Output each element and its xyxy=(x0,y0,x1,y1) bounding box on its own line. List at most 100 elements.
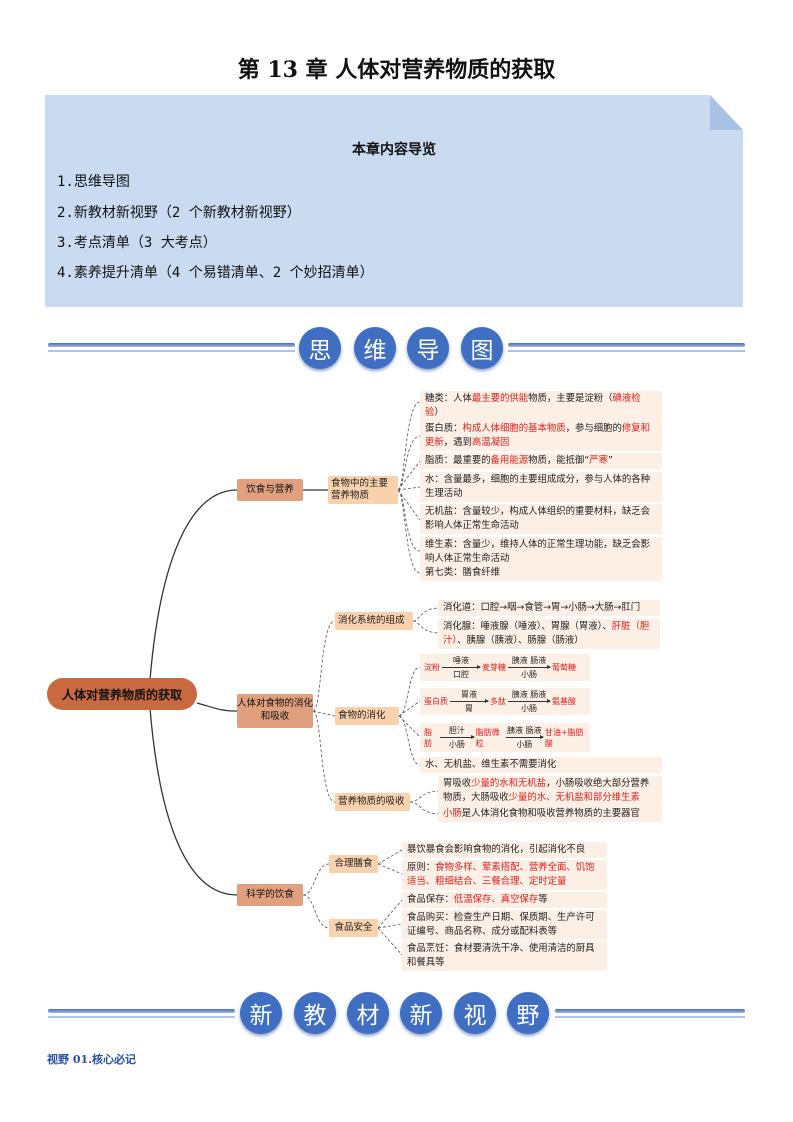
text-segment: 等 xyxy=(538,894,548,905)
product: 甘油+脂肪酸 xyxy=(544,727,584,748)
guide-item: 2.新教材新视野（2 个新教材新视野） xyxy=(57,205,301,221)
flow-row: 脂肪胆汁小肠脂肪微粒胰液 肠液小肠甘油+脂肪酸 xyxy=(420,723,590,752)
guide-heading: 本章内容导览 xyxy=(352,142,436,158)
leaf-fiber: 第七类：膳食纤维 xyxy=(420,565,662,582)
divider-line xyxy=(508,350,745,352)
text-segment: ） xyxy=(434,407,444,419)
arrow: 胃液胃 xyxy=(450,689,489,714)
substance: 脂肪 xyxy=(424,727,432,748)
highlighted-text: 肝脏（胆汁） xyxy=(443,621,650,647)
arrow: 胆汁小肠 xyxy=(440,725,475,750)
organ-label: 胃 xyxy=(465,704,473,713)
organ-label: 小肠 xyxy=(448,740,465,749)
enzyme-label: 胆汁 xyxy=(448,726,465,735)
flow-row: 淀粉唾液口腔麦芽糖胰液 肠液小肠 葡萄糖 xyxy=(420,654,590,681)
flow-row: 蛋白质胃液胃多肽胰液 肠液小肠氨基酸 xyxy=(420,688,590,715)
banner-char: 视 xyxy=(454,992,496,1034)
organ-label: 口腔 xyxy=(453,670,469,679)
highlighted-text: 严寒 xyxy=(589,455,609,466)
guide-item: 3.考点清单（3 大考点） xyxy=(57,235,217,251)
leaf-food-purchase: 食品购买：检查生产日期、保质期、生产许可证编号、商品名称、成分或配料表等 xyxy=(402,910,607,941)
leaf-food-storage: 食品保存：低温保存、真空保存等 xyxy=(402,892,607,909)
leaf-vitamins: 维生素：含量少，维持人体的正常生理功能，缺乏会影响人体正常生命活动 xyxy=(420,537,662,568)
leaf-diet-principles: 原则：食物多样、荤素搭配、营养全面、饥饱适当、粗细结合、三餐合理、定时定量 xyxy=(402,860,607,891)
enzyme-label: 胰液 肠液 xyxy=(507,726,542,735)
intermediate: 脂肪微粒 xyxy=(475,727,500,748)
node-main-nutrients: 食物中的主要营养物质 xyxy=(328,476,398,504)
branch-digestion-absorption: 人体对食物的消化和吸收 xyxy=(237,694,313,728)
enzyme-label: 胰液 肠液 xyxy=(511,690,547,699)
node-food-safety: 食品安全 xyxy=(329,919,378,937)
organ-label: 小肠 xyxy=(521,704,537,713)
divider-line xyxy=(508,343,745,347)
text-segment: 物质，主要是淀粉（ xyxy=(528,393,613,404)
arrow: 胰液 肠液小肠 xyxy=(505,725,544,750)
product: 氨基酸 xyxy=(552,697,576,706)
organ-label: 小肠 xyxy=(516,740,533,749)
product: 葡萄糖 xyxy=(552,663,576,672)
digestion-flow: 蛋白质胃液胃多肽胰液 肠液小肠氨基酸 xyxy=(420,688,590,715)
banner-char: 导 xyxy=(407,327,449,369)
enzyme-label: 胰液 肠液 xyxy=(511,656,547,665)
leaf-small-intestine: 小肠是人体消化食物和吸收营养物质的主要器官 xyxy=(438,806,662,823)
highlighted-text: 食物多样、荤素搭配、营养全面、饥饱适当、粗细结合、三餐合理、定时定量 xyxy=(407,862,595,888)
text-segment: 水、无机盐、维生素不需要消化 xyxy=(425,759,557,770)
arrow: 唾液口腔 xyxy=(442,655,481,680)
text-segment: 第七类：膳食纤维 xyxy=(425,567,501,578)
substance: 蛋白质 xyxy=(424,697,448,706)
highlighted-text: 修复和更新 xyxy=(425,423,651,449)
node-food-digestion: 食物的消化 xyxy=(335,707,399,725)
leaf-digestive-glands: 消化腺：唾液腺（唾液）、胃腺（胃液）、肝脏（胆汁）、胰腺（胰液）、肠腺（肠液） xyxy=(438,619,660,650)
text-segment: 原则： xyxy=(407,862,436,873)
arrow-icon xyxy=(508,665,551,669)
digestion-flow: 淀粉唾液口腔麦芽糖胰液 肠液小肠 葡萄糖 xyxy=(420,654,590,681)
leaf-lipid: 脂质：最重要的备用能源物质，能抵御“严寒” xyxy=(420,453,662,470)
leaf-carbohydrate: 糖类：人体最主要的供能物质，主要是淀粉（碘液检验） xyxy=(420,391,662,422)
text-segment: 食品保存： xyxy=(407,894,454,905)
banner-char: 思 xyxy=(299,327,341,369)
arrow-icon xyxy=(508,699,551,703)
text-segment: ” xyxy=(608,455,613,466)
highlighted-text: 构成人体细胞的基本物质 xyxy=(462,423,566,434)
highlighted-text: 少量的水、无机盐和部分维生素 xyxy=(508,792,640,804)
text-segment: 水：含量最多，细胞的主要组成成分，参与人体的各种生理活动 xyxy=(425,474,651,500)
arrow: 胰液 肠液小肠 xyxy=(508,689,551,714)
divider-line xyxy=(555,1016,745,1018)
divider-line xyxy=(48,343,295,347)
divider-line xyxy=(48,1016,235,1018)
branch-scientific-diet: 科学的饮食 xyxy=(237,884,303,906)
arrow-icon xyxy=(450,699,489,703)
leaf-food-cooking: 食品烹饪：食材要清洗干净、使用清洁的厨具和餐具等 xyxy=(402,941,607,972)
node-nutrient-absorption: 营养物质的吸收 xyxy=(335,793,410,811)
leaf-absorption-organs: 胃吸收少量的水和无机盐，小肠吸收绝大部分营养物质，大肠吸收少量的水、无机盐和部分… xyxy=(438,776,662,807)
intermediate: 多肽 xyxy=(490,697,506,706)
divider-line xyxy=(555,1009,745,1013)
guide-item: 1.思维导图 xyxy=(57,174,130,190)
section-heading: 视野 01.核心必记 xyxy=(47,1053,136,1066)
text-segment: 消化腺：唾液腺（唾液）、胃腺（胃液）、 xyxy=(443,621,612,632)
substance: 淀粉 xyxy=(424,663,440,672)
intermediate: 麦芽糖 xyxy=(482,663,506,672)
enzyme-label: 胃液 xyxy=(461,690,477,699)
banner-char: 新 xyxy=(240,992,282,1034)
digestion-flow: 脂肪胆汁小肠脂肪微粒胰液 肠液小肠甘油+脂肪酸 xyxy=(420,723,590,752)
organ-label: 小肠 xyxy=(521,670,537,679)
text-segment: 蛋白质： xyxy=(425,423,463,434)
leaf-protein: 蛋白质：构成人体细胞的基本物质，参与细胞的修复和更新，遇到高温凝固 xyxy=(420,421,662,452)
banner-char: 野 xyxy=(507,992,549,1034)
text-segment: 脂质：最重要的 xyxy=(425,455,491,466)
text-segment: 食品烹饪：食材要清洗干净、使用清洁的厨具和餐具等 xyxy=(407,943,595,969)
mindmap-root: 人体对营养物质的获取 xyxy=(47,678,197,710)
text-segment: 维生素：含量少，维持人体的正常生理功能，缺乏会影响人体正常生命活动 xyxy=(425,539,651,565)
text-segment: 胃吸收 xyxy=(443,778,472,789)
text-segment: 糖类：人体 xyxy=(425,393,472,404)
arrow-icon xyxy=(505,735,544,739)
guide-item: 4.素养提升清单（4 个易错清单、2 个妙招清单） xyxy=(57,265,374,281)
banner-char: 新 xyxy=(400,992,442,1034)
banner-char: 教 xyxy=(294,992,336,1034)
leaf-digestive-tract: 消化道：口腔→咽→食管→胃→小肠→大肠→肛门 xyxy=(438,600,660,617)
divider-line xyxy=(48,1009,235,1013)
text-segment: 消化道：口腔→咽→食管→胃→小肠→大肠→肛门 xyxy=(443,602,641,613)
arrow-icon xyxy=(442,665,481,669)
